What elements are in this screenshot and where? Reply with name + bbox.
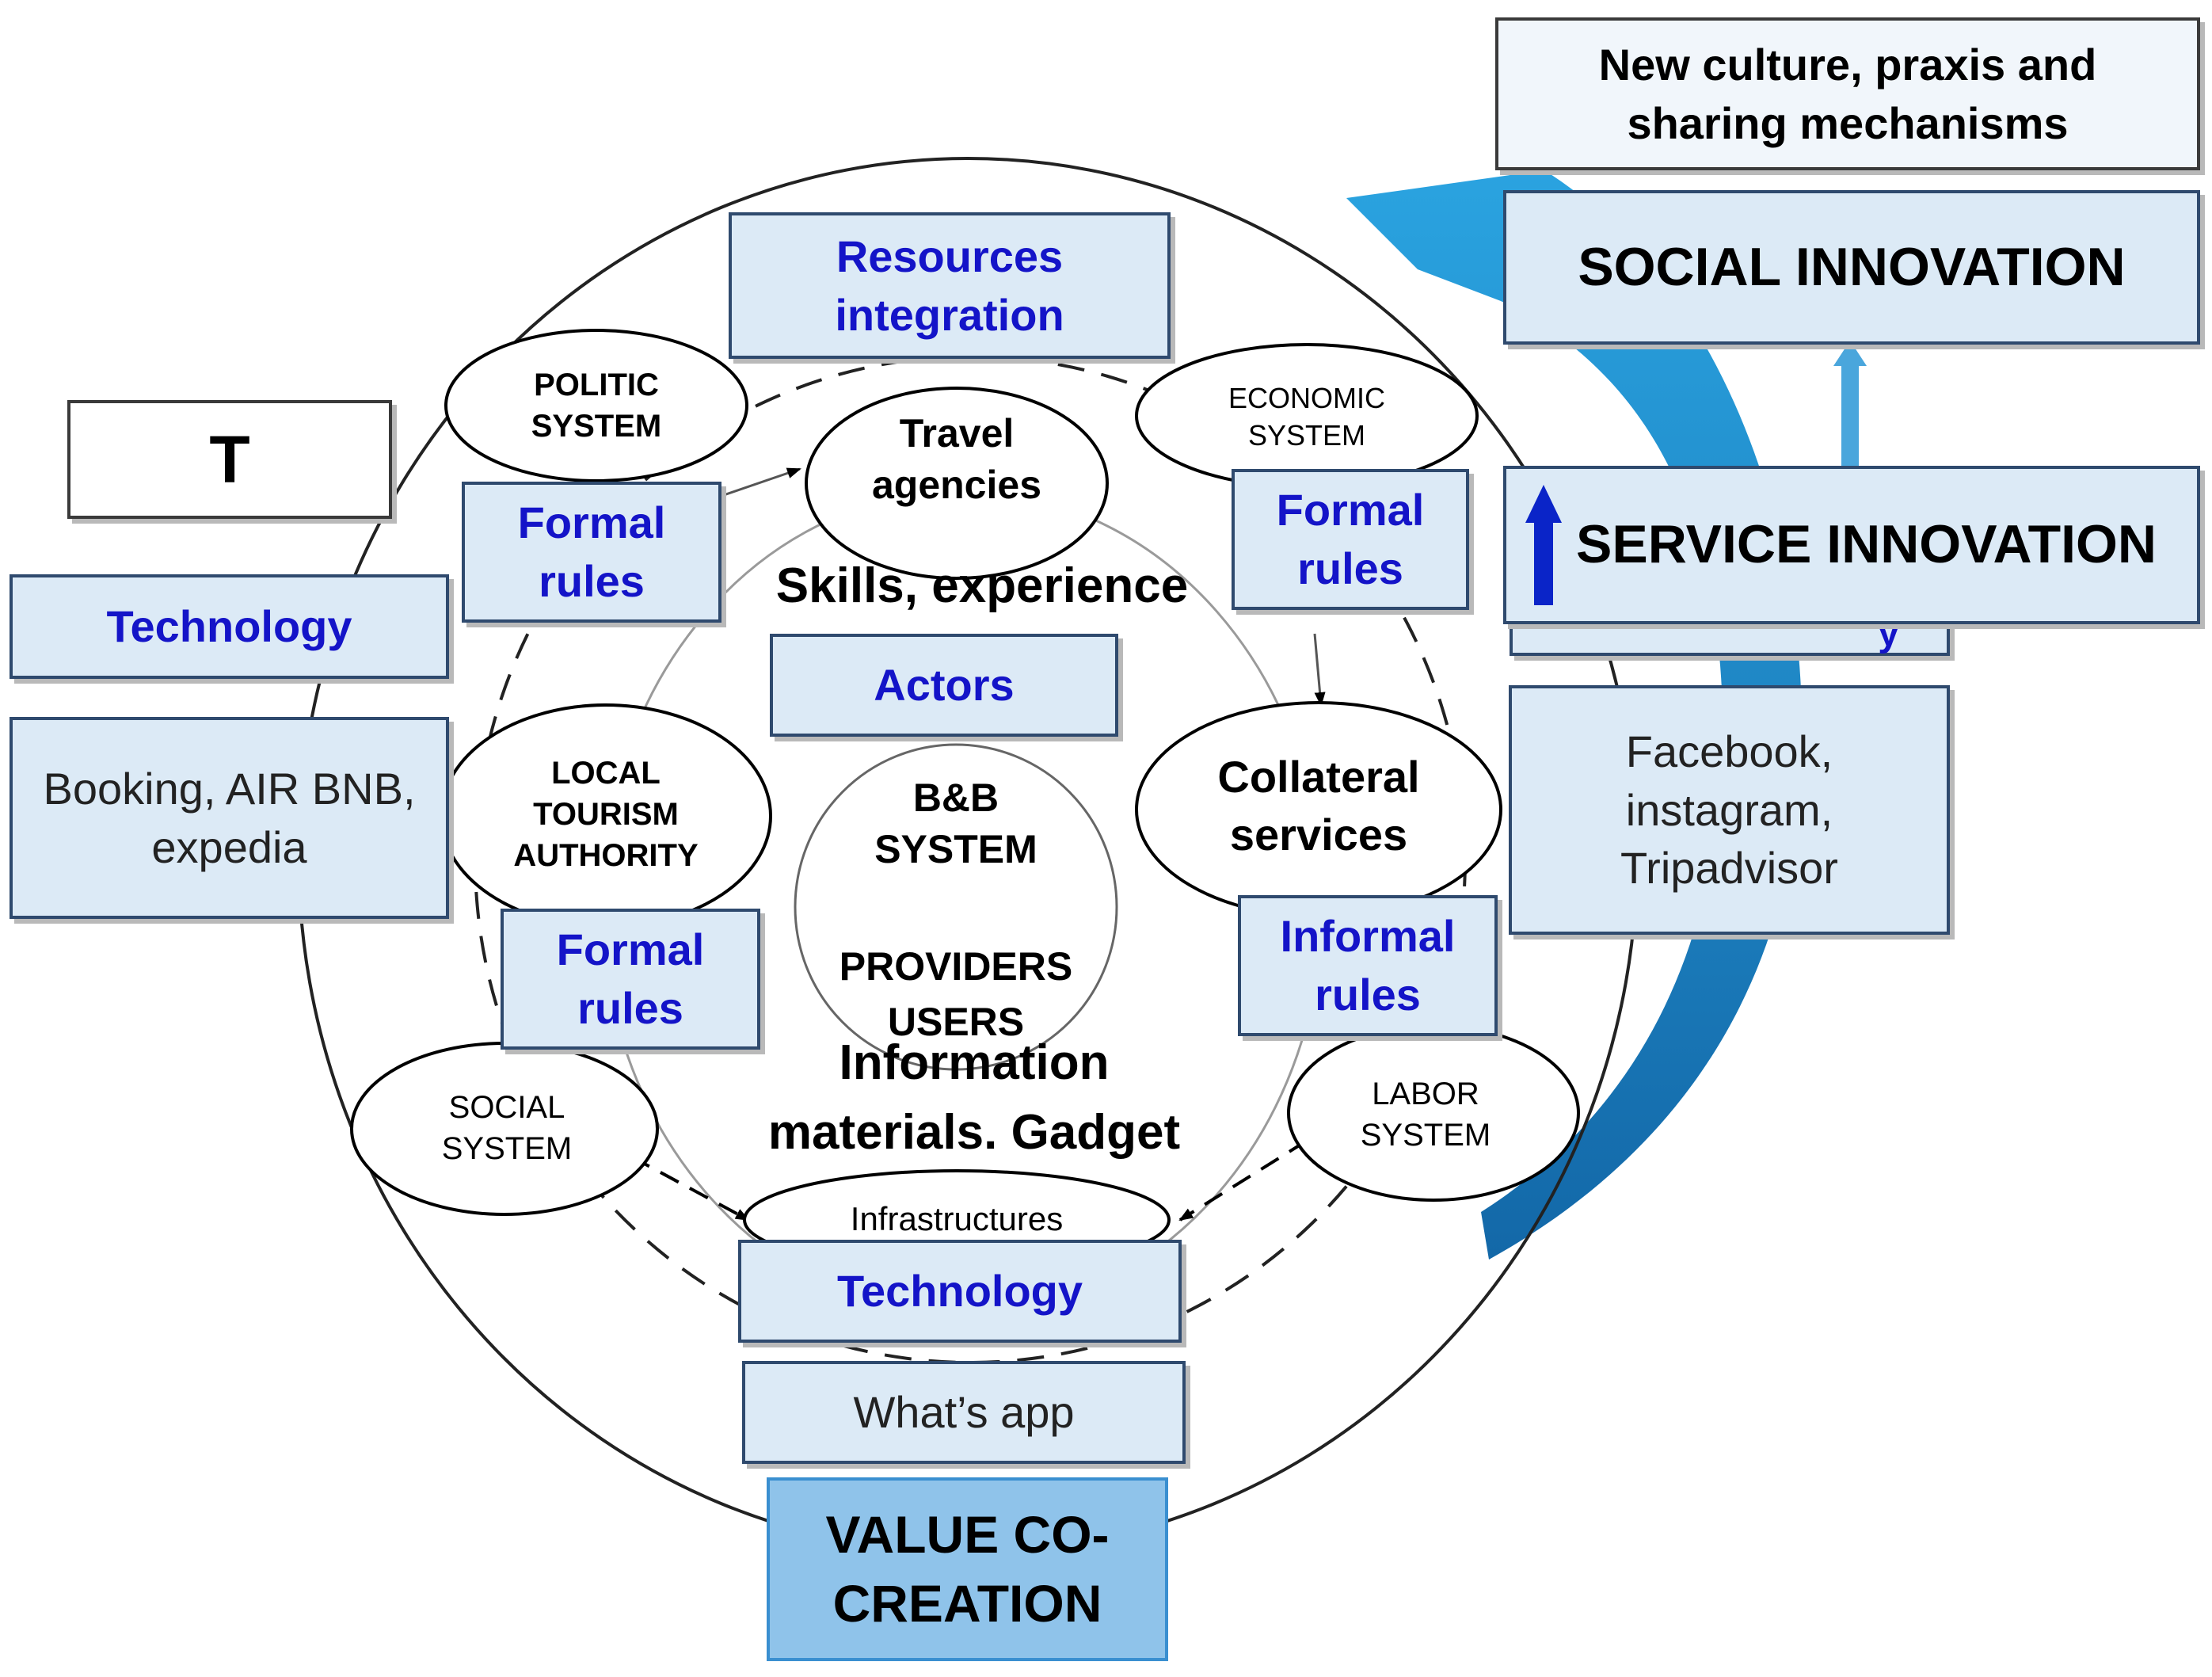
social-system-line-1: SOCIAL bbox=[448, 1090, 565, 1125]
formal-rules-top-left-box: Formal rules bbox=[462, 482, 721, 623]
local-tourism-line-3: AUTHORITY bbox=[513, 838, 699, 873]
formal-rules-bl-line-1: Formal bbox=[556, 924, 705, 975]
service-to-social-arrow-head bbox=[1833, 341, 1867, 366]
actors-label: Actors bbox=[874, 660, 1015, 711]
informal-rules-box: Informal rules bbox=[1238, 895, 1498, 1036]
social-system-label: SOCIAL SYSTEM bbox=[404, 1087, 610, 1169]
collateral-line-2: services bbox=[1229, 809, 1408, 859]
economic-line-2: SYSTEM bbox=[1247, 418, 1366, 452]
value-line-1: VALUE CO- bbox=[825, 1504, 1110, 1564]
social-media-line-3: Tripadvisor bbox=[1620, 843, 1838, 894]
politic-line-2: SYSTEM bbox=[531, 409, 662, 444]
social-media-line-2: instagram, bbox=[1625, 784, 1833, 835]
social-innovation-box: SOCIAL INNOVATION bbox=[1503, 190, 2200, 345]
platforms-line-1: Booking, AIR BNB, bbox=[43, 763, 416, 814]
t-label: T bbox=[209, 421, 250, 497]
t-box: T bbox=[67, 400, 392, 519]
whatsapp-label: What’s app bbox=[853, 1387, 1075, 1438]
politic-line-1: POLITIC bbox=[534, 368, 659, 402]
skills-experience-label: Skills, experience bbox=[775, 558, 1189, 613]
infrastructures-label: Infrastructures bbox=[850, 1200, 1064, 1237]
users-label: USERS bbox=[887, 1000, 1025, 1044]
culture-line-1: New culture, praxis and bbox=[1598, 39, 2097, 90]
culture-box: New culture, praxis and sharing mechanis… bbox=[1495, 17, 2200, 170]
economic-line-1: ECONOMIC bbox=[1228, 382, 1385, 414]
bottom-technology-box: Technology bbox=[738, 1240, 1182, 1343]
left-platforms-box: Booking, AIR BNB, expedia bbox=[10, 717, 449, 919]
local-tourism-line-2: TOURISM bbox=[533, 797, 679, 832]
collateral-line-1: Collateral bbox=[1217, 752, 1420, 802]
whatsapp-box: What’s app bbox=[742, 1361, 1186, 1464]
actors-box: Actors bbox=[770, 634, 1118, 737]
resources-integration-box: Resources integration bbox=[729, 212, 1171, 359]
travel-agencies-label: Travel agencies bbox=[838, 408, 1076, 511]
bb-system-label: B&B SYSTEM bbox=[837, 772, 1075, 875]
up-arrow-icon bbox=[1525, 485, 1562, 605]
left-technology-box: Technology bbox=[10, 574, 449, 679]
bb-line-1: B&B bbox=[912, 776, 999, 820]
arrow-left-to-infra bbox=[601, 1139, 750, 1222]
formal-rules-tl-line-1: Formal bbox=[517, 497, 666, 548]
economic-system-label: ECONOMIC SYSTEM bbox=[1192, 380, 1422, 455]
informal-rules-line-2: rules bbox=[1315, 970, 1421, 1020]
travel-line-2: agencies bbox=[871, 463, 1041, 507]
social-system-line-2: SYSTEM bbox=[441, 1131, 573, 1166]
local-tourism-line-1: LOCAL bbox=[551, 756, 661, 791]
formal-rules-bl-line-2: rules bbox=[577, 983, 683, 1033]
bb-system-circle bbox=[794, 743, 1118, 1071]
formal-rules-tr-line-2: rules bbox=[1297, 543, 1403, 593]
innovation-cycle-arrow bbox=[1346, 170, 1803, 1260]
bb-line-2: SYSTEM bbox=[874, 827, 1037, 871]
formal-rules-bottom-left-box: Formal rules bbox=[501, 909, 760, 1050]
providers-label: PROVIDERS bbox=[839, 944, 1073, 989]
labor-system-line-1: LABOR bbox=[1372, 1077, 1479, 1111]
travel-agencies-ellipse bbox=[805, 387, 1109, 580]
formal-rules-tr-line-1: Formal bbox=[1276, 485, 1425, 535]
politic-system-label: POLITIC SYSTEM bbox=[485, 364, 707, 447]
formal-rules-top-right-box: Formal rules bbox=[1232, 469, 1469, 610]
service-to-social-arrow bbox=[1841, 364, 1859, 475]
formal-rules-tl-line-2: rules bbox=[539, 556, 645, 606]
service-innovation-box: SERVICE INNOVATION bbox=[1503, 466, 2200, 624]
culture-line-2: sharing mechanisms bbox=[1627, 97, 2069, 148]
collateral-services-label: Collateral services bbox=[1176, 749, 1461, 864]
resources-line-1: Resources bbox=[836, 231, 1064, 281]
left-technology-label: Technology bbox=[106, 601, 352, 652]
platforms-line-2: expedia bbox=[151, 821, 307, 872]
information-materials-label: Information materials. Gadget bbox=[705, 1028, 1243, 1168]
value-line-2: CREATION bbox=[832, 1574, 1102, 1633]
value-cocreation-box: VALUE CO- CREATION bbox=[767, 1477, 1168, 1661]
information-line-1: Information bbox=[839, 1035, 1110, 1090]
service-innovation-label: SERVICE INNOVATION bbox=[1576, 514, 2157, 575]
arrow-to-collateral bbox=[1313, 633, 1326, 707]
arrow-right-to-infra bbox=[1178, 1139, 1308, 1222]
bottom-technology-label: Technology bbox=[836, 1266, 1083, 1317]
labor-system-line-2: SYSTEM bbox=[1360, 1118, 1491, 1153]
right-social-media-box: Facebook, instagram, Tripadvisor bbox=[1509, 685, 1950, 935]
labor-system-label: LABOR SYSTEM bbox=[1323, 1073, 1529, 1156]
information-line-2: materials. Gadget bbox=[767, 1105, 1181, 1161]
travel-line-1: Travel bbox=[899, 411, 1015, 455]
politic-system-ellipse bbox=[444, 329, 748, 482]
resources-line-2: integration bbox=[835, 289, 1064, 340]
social-innovation-label: SOCIAL INNOVATION bbox=[1578, 236, 2126, 297]
informal-rules-line-1: Informal bbox=[1280, 911, 1456, 962]
social-media-line-1: Facebook, bbox=[1625, 726, 1833, 776]
local-tourism-label: LOCAL TOURISM AUTHORITY bbox=[491, 753, 721, 876]
